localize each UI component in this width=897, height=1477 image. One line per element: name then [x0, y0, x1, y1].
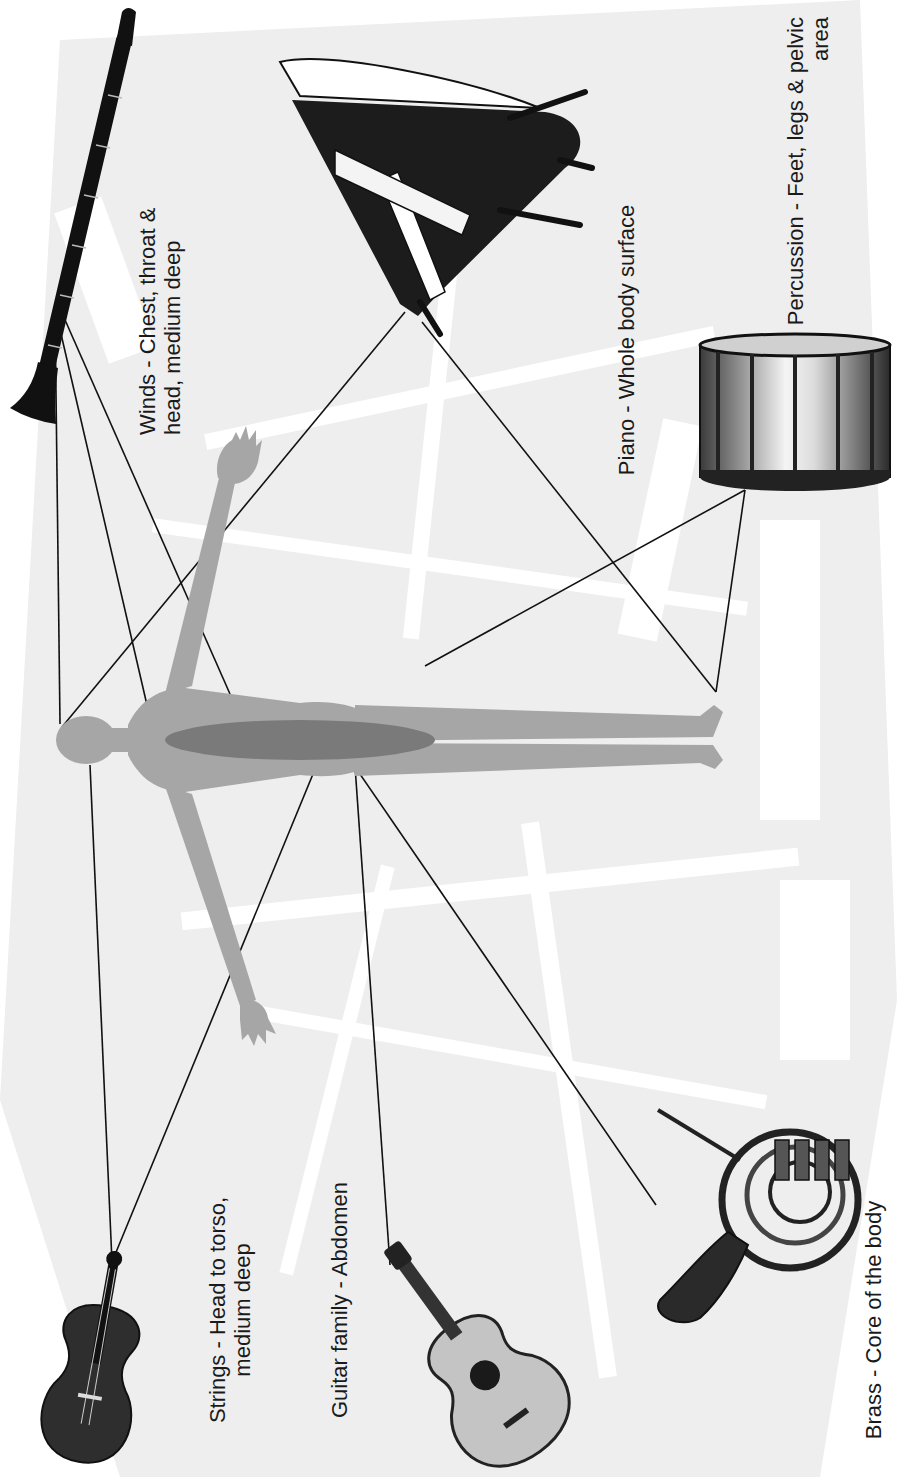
drum-lug [750, 354, 754, 474]
horn-bell [658, 1232, 748, 1322]
horn-valve [775, 1140, 789, 1180]
clarinet-key [84, 195, 98, 198]
violin [34, 1243, 159, 1469]
map-block [780, 880, 850, 1060]
leader-line [90, 765, 112, 1262]
instrument-label: Piano - Whole body surface [614, 130, 639, 550]
clarinet-key [108, 95, 122, 98]
body-head [56, 716, 116, 764]
snare-drum [700, 334, 890, 491]
body-arm [165, 474, 236, 694]
violin-strings [81, 1268, 116, 1425]
piano-leg [510, 92, 585, 118]
horn-valve [835, 1140, 849, 1180]
clarinet-keys [48, 95, 122, 348]
map-streets [54, 121, 850, 1379]
piano-leg [500, 210, 580, 225]
leader-line [112, 757, 320, 1262]
piano-leg [420, 302, 440, 334]
leader-line [425, 490, 745, 666]
instrument-label: Guitar family - Abdomen [327, 1135, 352, 1465]
piano-case [292, 100, 580, 316]
drum-lug [870, 352, 874, 470]
clarinet-key [60, 295, 74, 298]
leader-line [62, 312, 405, 727]
guitar-sound-hole [464, 1354, 506, 1396]
clarinet-key [96, 145, 110, 148]
piano-lid [280, 59, 540, 108]
piano-leg [560, 160, 592, 168]
drum-lug [716, 352, 720, 470]
guitar-head [383, 1240, 413, 1271]
clarinet [10, 8, 136, 424]
piano-music-desk [335, 150, 470, 235]
violin-string [88, 1269, 116, 1425]
instrument-label: Brass - Core of the body [861, 1180, 886, 1460]
guitar-body [400, 1291, 589, 1477]
clarinet-key [72, 245, 86, 248]
map-street [521, 821, 617, 1378]
clarinet-bell [10, 362, 58, 424]
piano-legs [420, 92, 592, 334]
drum-shell [700, 345, 890, 477]
leader-line [422, 322, 716, 692]
horn-valves [775, 1140, 849, 1180]
clarinet-key [48, 345, 62, 348]
violin-body [34, 1298, 150, 1469]
leader-line [340, 745, 656, 1205]
drum-lug [836, 354, 840, 474]
body-core [165, 720, 435, 760]
clarinet-mouthpiece [116, 8, 136, 46]
map-street [181, 848, 799, 931]
instrument-label: Strings - Head to torso, medium deep [205, 1175, 256, 1445]
leader-line [355, 766, 390, 1265]
violin-bridge [78, 1393, 102, 1401]
map-block [760, 520, 820, 820]
grand-piano [280, 59, 592, 334]
body-hand [217, 426, 262, 484]
drum-lug [793, 355, 797, 476]
human-body [56, 426, 723, 1046]
leader-lines [55, 304, 745, 1265]
drum-lugs [718, 352, 872, 476]
instrument-label: Winds - Chest, throat & head, medium dee… [135, 165, 186, 435]
clarinet-tube [44, 40, 124, 380]
horn-leadpipe [658, 1110, 740, 1160]
guitar-bridge [503, 1408, 529, 1429]
drum-rim [700, 334, 890, 356]
french-horn [658, 1110, 858, 1322]
body-arm [165, 786, 256, 1006]
body-hand [240, 1000, 276, 1046]
violin-string [81, 1268, 109, 1424]
horn-valve [815, 1140, 829, 1180]
acoustic-guitar [341, 1210, 589, 1477]
horn-valve [795, 1140, 809, 1180]
leader-line [716, 490, 745, 692]
violin-scroll [105, 1250, 124, 1269]
instrument-label: Percussion - Feet, legs & pelvic area [783, 17, 834, 327]
guitar-neck [398, 1260, 462, 1341]
